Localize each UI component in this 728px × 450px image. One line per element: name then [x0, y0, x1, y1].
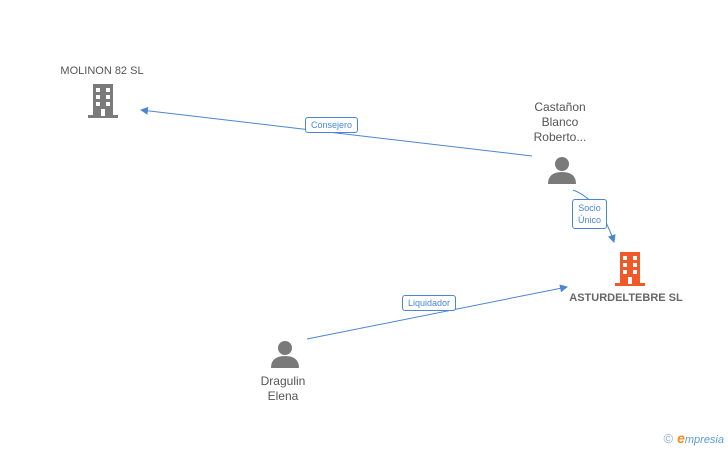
company-name-asturdeltebre[interactable]: ASTURDELTEBRE SL — [569, 292, 683, 304]
person-name-dragulin[interactable]: Dragulin Elena — [233, 374, 333, 404]
brand-initial: e — [677, 430, 685, 446]
edge-label-consejero: Consejero — [305, 117, 359, 133]
brand-logo: empresia — [677, 430, 724, 446]
person-icon[interactable] — [547, 156, 577, 184]
edge-consejero — [140, 106, 533, 157]
person-name-line: Castañon — [534, 100, 586, 114]
edge-label-line: Socio — [578, 203, 601, 213]
person-name-line: Dragulin — [260, 374, 306, 388]
person-name-line: Blanco — [541, 115, 579, 129]
building-icon[interactable] — [614, 252, 646, 286]
edge-liquidador — [306, 284, 568, 340]
person-name-castanon[interactable]: Castañon Blanco Roberto... — [510, 100, 610, 145]
person-icon[interactable] — [270, 340, 300, 368]
edge-label-socio-unico: Socio Único — [572, 199, 608, 229]
edge-label-liquidador: Liquidador — [402, 295, 457, 311]
person-name-line: Roberto... — [533, 130, 587, 144]
brand-text: mpresia — [684, 434, 724, 446]
edge-label-line: Único — [578, 215, 602, 225]
copyright-icon: © — [663, 430, 674, 446]
empresia-watermark: © empresia — [663, 430, 724, 446]
company-name-molinon[interactable]: MOLINON 82 SL — [60, 65, 144, 77]
person-name-line: Elena — [267, 389, 299, 403]
building-icon[interactable] — [87, 84, 119, 118]
